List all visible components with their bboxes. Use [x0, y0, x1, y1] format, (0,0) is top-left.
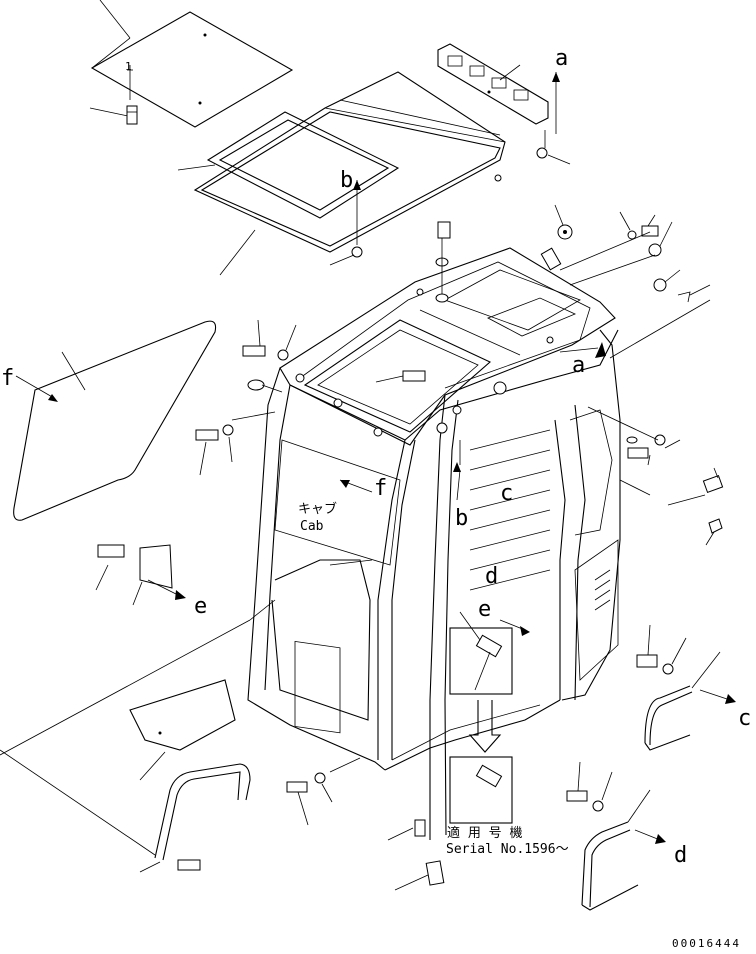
figure-number: 00016444 [672, 937, 741, 950]
bolt-right-lower [636, 624, 687, 675]
sunroof-assembly [177, 71, 506, 276]
callout-c-mid: c [500, 481, 514, 506]
bolt-lower-mid [286, 757, 361, 826]
callout-arrows [339, 342, 606, 636]
cab-frame [247, 247, 621, 840]
bolt-left-upper [242, 319, 297, 393]
callout-d-right: d [674, 843, 688, 868]
callout-f-mid: f [374, 476, 388, 501]
callout-c-right: c [738, 706, 752, 731]
serial-note-jp: 適 用 号 機 [447, 826, 523, 841]
callout-e-mid: e [478, 597, 492, 622]
serial-detail-boxes [449, 611, 513, 824]
bolt-right-bottom [566, 761, 613, 812]
roof-film-sheet [90, 0, 294, 128]
bolt-roof-center [435, 221, 451, 303]
handrail-right-c [644, 651, 736, 751]
bracket-e-left [95, 544, 186, 606]
floor-cover-plate [0, 599, 276, 781]
bolt-lower-front [387, 819, 445, 891]
serial-note-en: Serial No.1596～ [446, 842, 569, 857]
callout-b-mid: b [455, 506, 469, 531]
callout-d-mid: d [485, 564, 499, 589]
bolt-right-mid [587, 406, 724, 546]
roof-interior-bolt [375, 370, 462, 415]
roof-bolt [89, 105, 138, 125]
bolt-left-mid [195, 411, 276, 476]
nut-right-top [540, 204, 711, 359]
cab-label-jp: キャブ [298, 502, 338, 517]
callout-a-mid: a [572, 353, 586, 378]
rear-cover-panel [437, 43, 571, 165]
handrail-left [0, 749, 251, 873]
left-glass-panel [13, 320, 217, 521]
callout-a-top: a [555, 46, 569, 71]
callout-f-left: f [1, 366, 15, 391]
handrail-right-d [581, 789, 666, 911]
callout-e-left: e [194, 594, 208, 619]
cab-label-en: Cab [300, 519, 324, 534]
callout-1: 1 [125, 60, 132, 73]
callout-b-roof: b [340, 168, 354, 193]
